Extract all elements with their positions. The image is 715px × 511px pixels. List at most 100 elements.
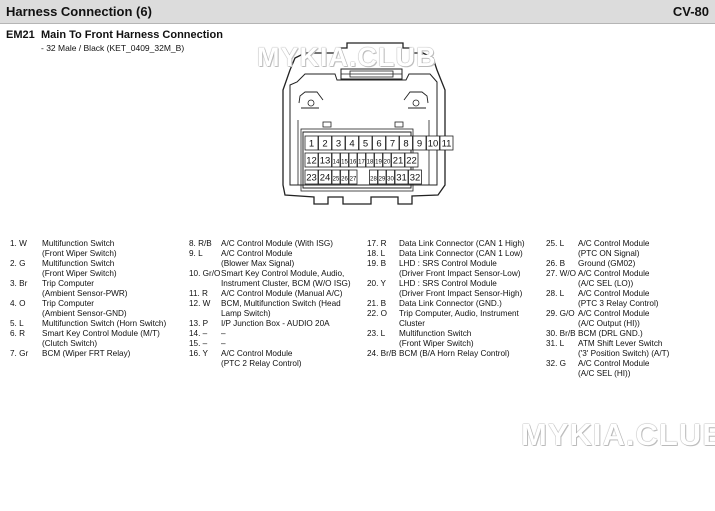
connector-pin-cell	[345, 135, 359, 151]
pin-description: Multifunction Switch	[42, 239, 115, 248]
pin-number: 7. Gr	[10, 349, 29, 358]
pin-description: (A/C SEL (HI))	[578, 369, 631, 378]
pin-description: A/C Control Module	[221, 249, 293, 258]
pin-entry: (Driver Front Impact Sensor-High)	[363, 289, 541, 299]
pin-number	[363, 319, 399, 329]
connector-pin-label: 4	[349, 139, 354, 150]
connector-pin-cell	[404, 152, 419, 168]
pin-description: Lamp Switch)	[221, 309, 271, 318]
pin-description: BCM (B/A Horn Relay Control)	[399, 349, 510, 358]
pin-number: 4. O	[10, 299, 26, 308]
pin-description: Cluster	[399, 319, 425, 328]
connector-pin-label: 21	[393, 156, 404, 167]
connector-pin-cell	[348, 152, 358, 168]
connector-pin-label: 6	[376, 139, 381, 150]
connector-pin-label: 31	[396, 173, 407, 184]
pin-description: –	[221, 329, 226, 338]
connector-pin-cell	[304, 169, 319, 185]
pin-number: 27. W/O	[546, 269, 577, 278]
connector-pin-label: 8	[403, 139, 408, 150]
pin-description: I/P Junction Box - AUDIO 20A	[221, 319, 330, 328]
pin-number: 15. –	[189, 339, 208, 348]
connector-pin-cell	[318, 152, 332, 168]
connector-pin-cell	[340, 169, 349, 185]
pin-entry: (A/C Output (HI))	[542, 319, 714, 329]
pin-number	[542, 279, 578, 289]
pin-number: 30. Br/B	[546, 329, 576, 338]
pin-description: (Front Wiper Switch)	[399, 339, 474, 348]
pin-description: Multifunction Switch	[42, 259, 115, 268]
pin-number	[185, 259, 221, 269]
connector-pin-label: 13	[320, 156, 331, 167]
pin-description: A/C Control Module	[578, 289, 650, 298]
pin-description: Multifunction Switch (Horn Switch)	[42, 319, 167, 328]
pin-description: Trip Computer	[42, 279, 95, 288]
page-title: Harness Connection (6)	[6, 4, 152, 19]
pin-number: 6. R	[10, 329, 26, 338]
pin-entry: Lamp Switch)	[185, 309, 363, 319]
pin-description: BCM (Wiper FRT Relay)	[42, 349, 131, 358]
pin-description: (Blower Max Signal)	[221, 259, 295, 268]
pin-number	[542, 349, 578, 359]
connector-pin-cell	[348, 169, 358, 185]
header-bar: Harness Connection (6) CV-80	[0, 0, 715, 24]
connector-pin-cell	[399, 135, 413, 151]
pin-description: (A/C Output (HI))	[578, 319, 640, 328]
pin-number	[363, 269, 399, 279]
pin-entry: (Clutch Switch)	[6, 339, 183, 349]
pin-number: 9. L	[189, 249, 203, 258]
connector-pin-cell	[369, 169, 378, 185]
connector-pin-cell	[331, 135, 346, 151]
connector-pin-label: 28	[370, 177, 377, 183]
pin-number	[363, 289, 399, 299]
pin-number	[542, 249, 578, 259]
connector-pin-cell	[412, 135, 427, 151]
connector-pin-label: 10	[428, 139, 439, 150]
pin-entry: 2. G Multifunction Switch	[6, 259, 183, 269]
pin-entry: (A/C SEL (LO))	[542, 279, 714, 289]
pin-description: (Driver Front Impact Sensor-Low)	[399, 269, 521, 278]
connector-pin-cell	[386, 169, 395, 185]
pin-number: 32. G	[546, 359, 567, 368]
connector-pin-cell	[408, 169, 422, 185]
connector-pin-label: 17	[358, 160, 365, 166]
connector-pin-label: 12	[306, 156, 317, 167]
connector-pin-label: 16	[350, 160, 357, 166]
watermark-bottom: MYKIA.CLUB	[521, 417, 715, 452]
connector-pin-label: 22	[406, 156, 417, 167]
pin-number	[185, 279, 221, 289]
pin-description: (Front Wiper Switch)	[42, 249, 117, 258]
connector-pin-label: 15	[341, 160, 348, 166]
pin-number: 23. L	[367, 329, 386, 338]
pin-number: 25. L	[546, 239, 565, 248]
pin-entry: (PTC 3 Relay Control)	[542, 299, 714, 309]
pin-description: Smart Key Control Module (M/T)	[42, 329, 160, 338]
connector-pin-cell	[374, 152, 383, 168]
pin-description: A/C Control Module	[578, 309, 650, 318]
connector-housing	[282, 42, 446, 205]
pin-number: 2. G	[10, 259, 26, 268]
pin-number: 26. B	[546, 259, 566, 268]
connector-pin-label: 2	[322, 139, 327, 150]
connector-pin-label: 19	[375, 160, 382, 166]
connector-pin-label: 32	[410, 173, 421, 184]
pin-number	[185, 309, 221, 319]
connector-pin-cell	[385, 135, 400, 151]
connector-pin-label: 9	[417, 139, 422, 150]
connector-pin-label: 7	[390, 139, 395, 150]
